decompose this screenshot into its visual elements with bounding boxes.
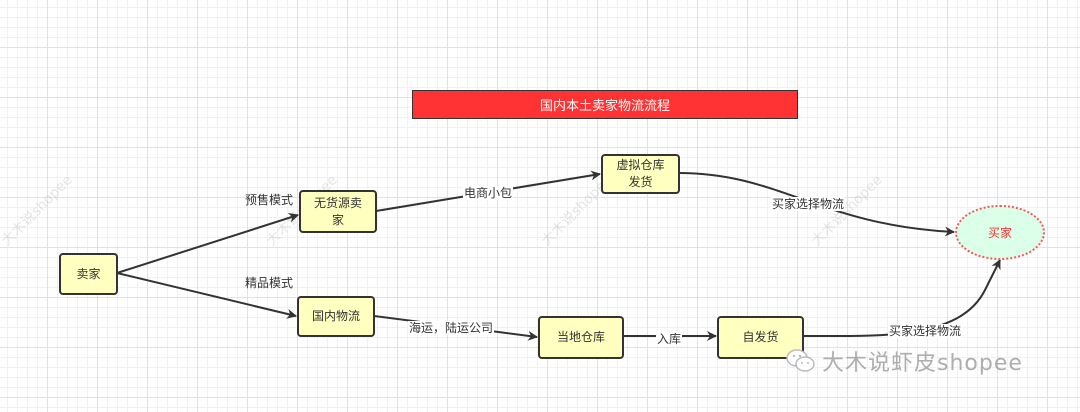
node-buyer[interactable]: 买家 bbox=[955, 205, 1045, 260]
brand-text: 大木说虾皮shopee bbox=[822, 351, 1023, 376]
edge-label-buyer-choice-1: 买家选择物流 bbox=[771, 197, 846, 211]
edge-seller-to-dropship bbox=[116, 212, 299, 274]
edge-label-presale: 预售模式 bbox=[245, 193, 294, 207]
edge-label-inbound: 入库 bbox=[656, 332, 683, 346]
diagram-title: 国内本土卖家物流流程 bbox=[412, 90, 798, 119]
edge-label-shipping-companies: 海运，陆运公司 bbox=[408, 321, 495, 335]
edge-label-boutique: 精品模式 bbox=[245, 276, 294, 290]
node-seller[interactable]: 卖家 bbox=[59, 253, 118, 295]
edge-label-buyer-choice-2: 买家选择物流 bbox=[888, 324, 963, 338]
node-virtual-warehouse[interactable]: 虚拟仓库发货 bbox=[601, 154, 680, 194]
wechat-icon bbox=[786, 349, 815, 372]
node-dropship-seller[interactable]: 无货源卖家 bbox=[299, 190, 377, 233]
node-domestic-logistics[interactable]: 国内物流 bbox=[297, 296, 375, 337]
edge-label-ecommerce-parcel: 电商小包 bbox=[463, 186, 514, 200]
brand-watermark: 大木说虾皮shopee bbox=[786, 345, 1023, 377]
node-local-warehouse[interactable]: 当地仓库 bbox=[538, 316, 624, 359]
edge-seller-to-domestic bbox=[116, 272, 297, 319]
